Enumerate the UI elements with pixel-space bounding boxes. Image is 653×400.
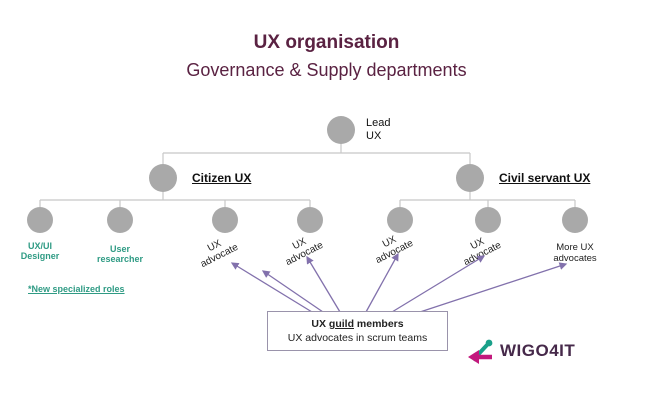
- role-label-ux-advocate-2: UX advocate: [272, 226, 332, 271]
- civil-servant-ux-label: Civil servant UX: [499, 171, 591, 185]
- footnote-new-specialized-roles: *New specialized roles: [28, 284, 125, 294]
- node-user-researcher: [107, 207, 133, 233]
- node-more-ux-advocates: [562, 207, 588, 233]
- node-citizen-ux: [149, 164, 177, 192]
- role-label-uxui-designer: UX/UI Designer: [5, 241, 75, 261]
- node-ux-advocate-3: [387, 207, 413, 233]
- guild-members-box: UX guild members UX advocates in scrum t…: [267, 311, 448, 351]
- wigo4it-wordmark: WIGO4IT: [500, 341, 576, 360]
- node-ux-advocate-1: [212, 207, 238, 233]
- guild-box-subtitle: UX advocates in scrum teams: [287, 332, 428, 344]
- guild-title-pre: UX: [311, 318, 329, 330]
- page-subtitle: Governance & Supply departments: [186, 60, 467, 80]
- lead-label-line1: Lead: [366, 117, 391, 129]
- wigo4it-logo-icon: [468, 339, 493, 364]
- node-ux-advocate-4: [475, 207, 501, 233]
- role-line: User: [109, 244, 130, 254]
- role-line: More UX: [556, 242, 594, 253]
- lead-label-line2: UX: [366, 130, 382, 142]
- node-civil-servant-ux: [456, 164, 484, 192]
- node-lead-ux: [327, 116, 355, 144]
- node-ux-advocate-2: [297, 207, 323, 233]
- role-line: UX/UI: [27, 241, 52, 251]
- node-uxui-designer: [27, 207, 53, 233]
- citizen-ux-label: Citizen UX: [192, 171, 252, 185]
- role-line: researcher: [96, 254, 144, 264]
- role-label-more-ux-advocates: More UX advocates: [540, 242, 610, 264]
- page-title: UX organisation: [253, 32, 400, 53]
- role-label-ux-advocate-4: UX advocate: [450, 226, 510, 271]
- role-label-ux-advocate-3: UX advocate: [362, 224, 422, 269]
- guild-box-title: UX guild members: [268, 317, 447, 331]
- guild-title-post: members: [353, 318, 404, 330]
- role-label-user-researcher: User researcher: [85, 244, 155, 264]
- role-line: Designer: [20, 251, 60, 261]
- role-line: advocates: [553, 253, 597, 264]
- lead-ux-label: Lead UX: [366, 117, 390, 143]
- wigo4it-logo: WIGO4IT: [466, 336, 575, 366]
- role-label-ux-advocate-1: UX advocate: [187, 228, 247, 273]
- guild-title-underlined: guild: [328, 318, 354, 330]
